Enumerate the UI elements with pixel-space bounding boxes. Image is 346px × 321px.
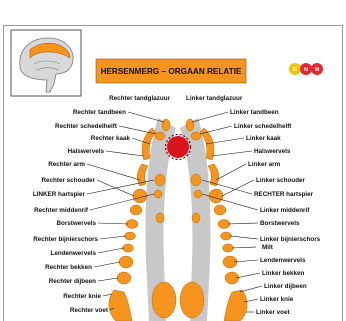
badge-m-letter: M [315, 67, 320, 73]
label-right: Linker kaak [246, 135, 281, 142]
label-top-right: Linker tandglazuur [186, 95, 243, 102]
label-left: Rechter middenrif [34, 207, 89, 214]
label-left: Rechter voet [70, 307, 109, 314]
label-right: Linker dijbeen [264, 283, 307, 290]
label-left: Rechter arm [48, 161, 85, 168]
label-left: LINKER hartspier [33, 191, 86, 198]
badge-g-letter: G [293, 67, 297, 73]
label-left: Rechter knie [63, 293, 101, 300]
label-right: Halswervels [254, 148, 291, 155]
label-right: Borstwervels [260, 220, 300, 227]
brain-thumbnail [11, 30, 81, 96]
gnm-badges: G N M [289, 63, 323, 75]
label-right: Linker bijnierschors [260, 236, 321, 243]
center-red-node [166, 135, 191, 160]
label-right: Linker voet [256, 309, 290, 316]
label-left: Rechter bekken [45, 264, 92, 271]
label-right: Linker schouder [256, 177, 306, 184]
label-left: Rechter tandbeen [73, 109, 126, 116]
label-left: Lendenwervels [51, 250, 97, 257]
label-left: Rechter schouder [41, 177, 95, 184]
label-right: Linker middenrif [260, 207, 310, 214]
label-left: Borstwervels [56, 220, 96, 227]
label-right: Linker knie [260, 296, 294, 303]
label-left: Rechter schedelhelft [55, 123, 118, 130]
label-top-left: Rechter tandglazuur [109, 95, 170, 102]
label-left: Rechter dijbeen [49, 278, 96, 285]
label-left: Rechter kaak [91, 135, 131, 142]
label-right: Linker arm [248, 161, 281, 168]
diagram-title: HERSENMERG – ORGAAN RELATIE [101, 67, 242, 76]
label-right: Linker tandbeen [230, 109, 279, 116]
label-right: Lendenwervels [260, 257, 306, 264]
label-left: Rechter bijnierschors [33, 236, 98, 243]
badge-n-letter: N [304, 67, 308, 73]
label-left: Halswervels [68, 148, 105, 155]
label-right: Linker schedelhelft [234, 123, 292, 130]
label-right: Linker bekken [262, 270, 305, 277]
label-right: Milt [262, 244, 274, 251]
label-right: RECHTER hartspier [254, 191, 314, 198]
